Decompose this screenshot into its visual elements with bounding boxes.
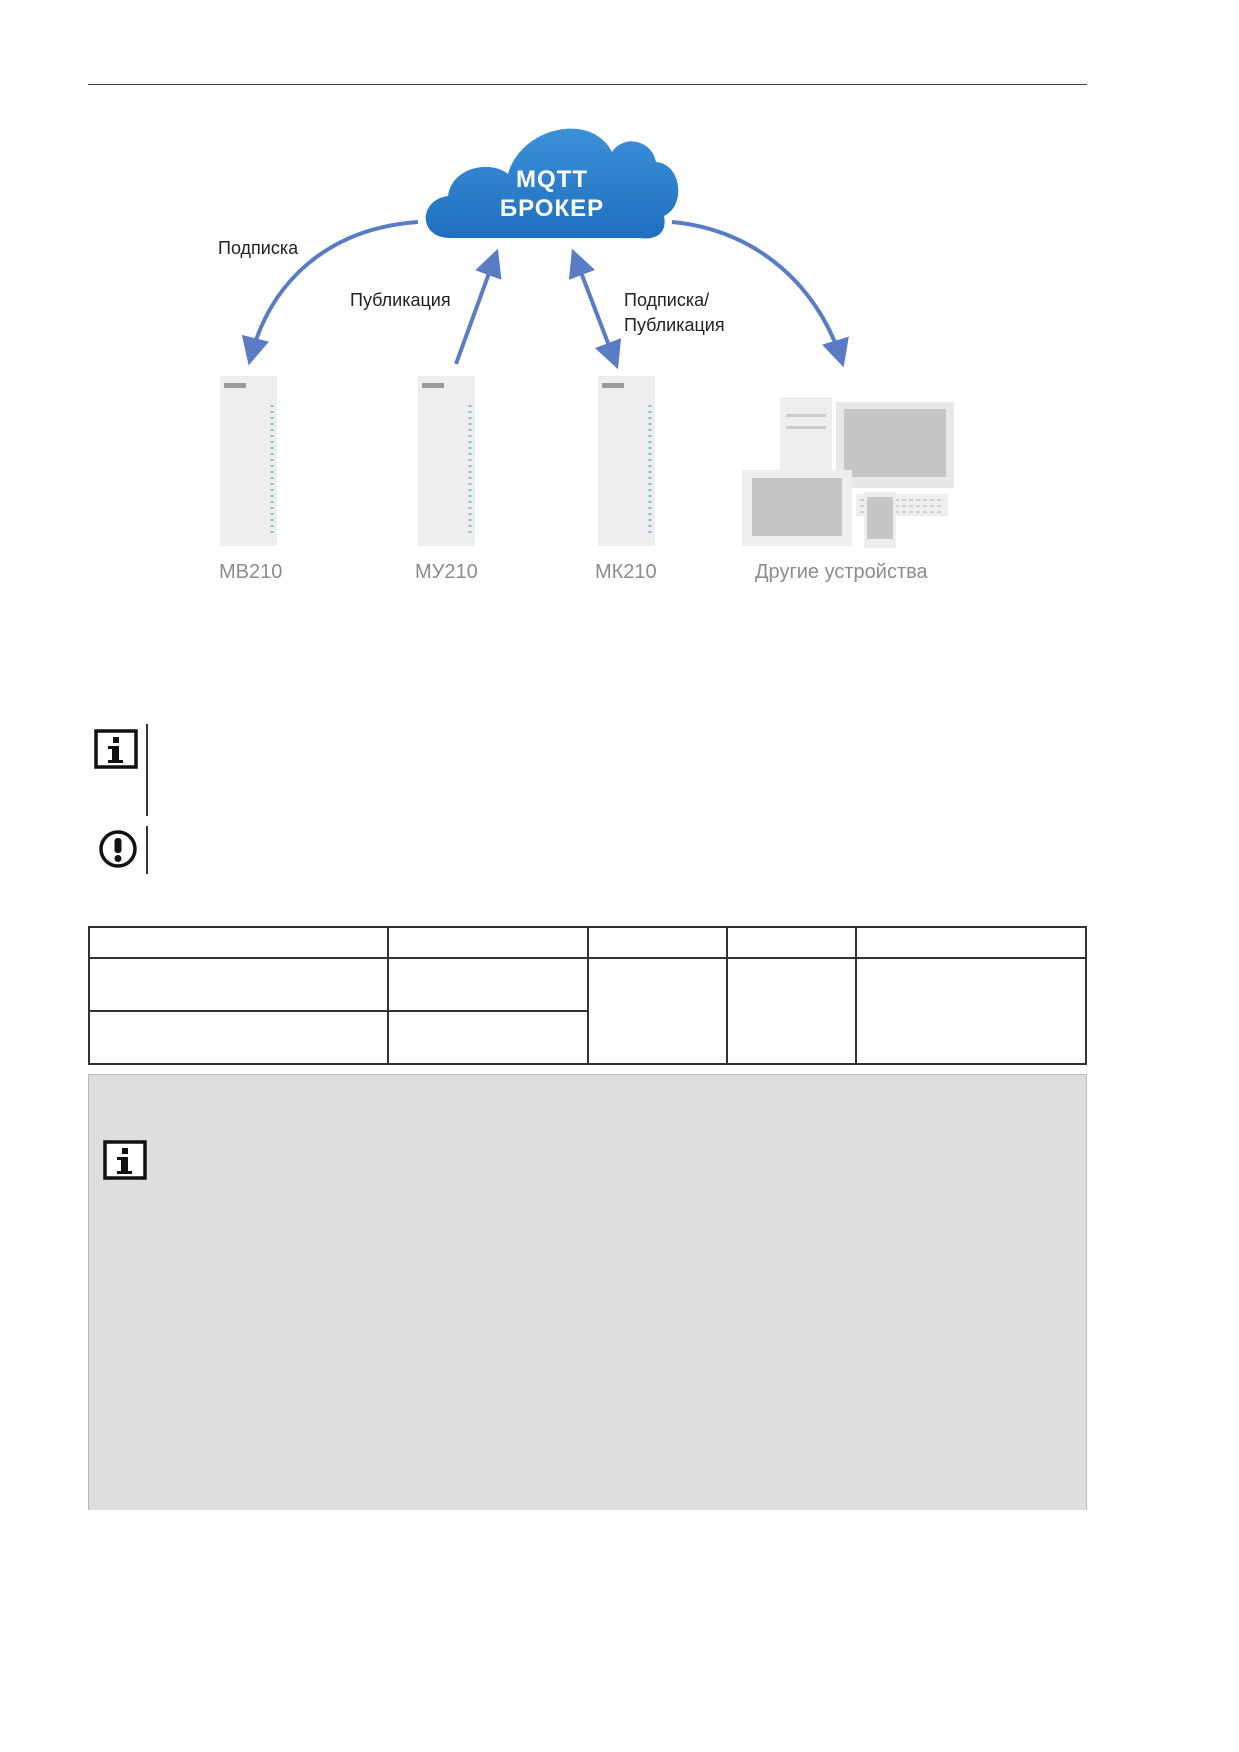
label-subpub-line2: Публикация	[624, 315, 725, 335]
module-mv210	[220, 376, 277, 546]
broker-label-line2: БРОКЕР	[500, 195, 604, 222]
other-devices-arrow	[671, 220, 849, 368]
warning-icon	[99, 830, 137, 868]
subscribe-arrow	[241, 220, 419, 366]
broker-label-line1: MQTT	[516, 166, 588, 193]
mqtt-broker-cloud: MQTT БРОКЕР	[425, 128, 679, 239]
device-label-mk210: МК210	[595, 561, 657, 583]
note-divider	[146, 724, 148, 816]
subscribe-publish-arrow	[568, 248, 622, 370]
module-mk210	[598, 376, 655, 546]
device-label-mu210: МУ210	[415, 561, 478, 583]
label-subscribe: Подписка	[218, 238, 299, 258]
table-rule	[1085, 926, 1087, 1064]
parameters-table	[88, 926, 1087, 1066]
warning-note	[98, 826, 158, 874]
header-rule	[88, 84, 1087, 85]
publish-arrow	[454, 248, 502, 365]
label-subpub-line1: Подписка/	[624, 290, 709, 310]
table-rule	[88, 1010, 588, 1012]
mqtt-diagram: MQTT БРОКЕР Подписка Публикация Подписка…	[218, 128, 954, 583]
infobox-note	[103, 1137, 163, 1187]
module-mu210	[418, 376, 475, 546]
info-icon	[94, 729, 138, 769]
info-icon	[103, 1140, 147, 1180]
device-label-other: Другие устройства	[755, 561, 929, 583]
device-label-mv210: МВ210	[219, 561, 282, 583]
info-note	[94, 724, 154, 816]
note-divider	[146, 826, 148, 874]
table-rule	[726, 926, 728, 1064]
table-rule	[587, 926, 589, 1064]
info-box	[88, 1074, 1087, 1510]
label-publish: Публикация	[350, 290, 451, 310]
table-rule	[387, 926, 389, 1064]
table-rule	[88, 926, 90, 1064]
other-devices-illustration	[742, 397, 954, 548]
table-rule	[855, 926, 857, 1064]
